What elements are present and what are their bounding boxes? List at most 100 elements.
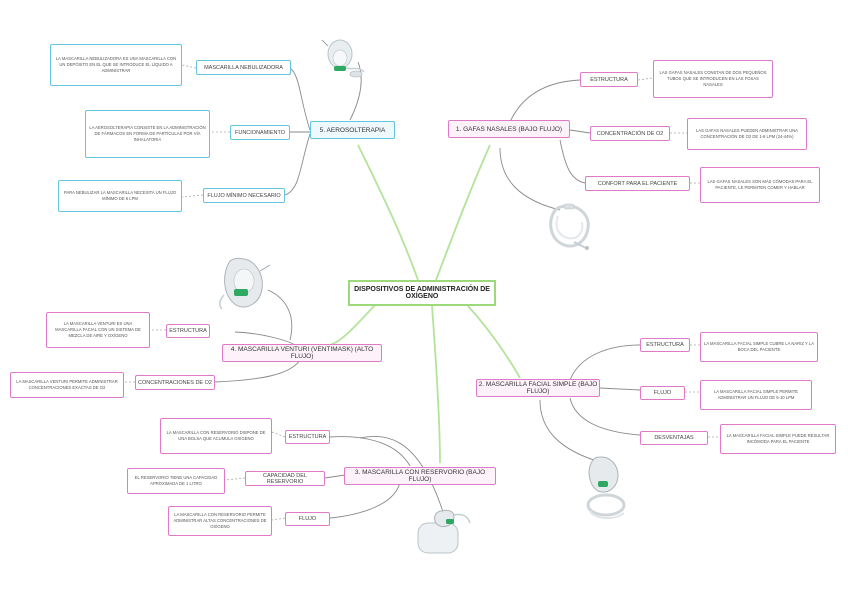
central-topic[interactable]: DISPOSITIVOS DE ADMINISTRACIÓN DE OXÍGEN…: [348, 280, 496, 306]
nasal-cannula-icon: [549, 203, 590, 250]
note-desventajas: LA MASCARILLA FACIAL SIMPLE PUEDE RESULT…: [720, 424, 836, 454]
dash-reservorio-3: [271, 517, 286, 521]
link-reservorio-capacidad: [324, 474, 346, 479]
subnode-label: FLUJO: [653, 390, 672, 396]
link-gafas-concentracion: [569, 129, 591, 134]
note-flujo-minimo: PARA NEBULIZAR LA MASCARILLA NECESITA UN…: [58, 180, 182, 212]
note-text: LAS GAFAS NASALES SON MÁS CÓMODAS PARA E…: [707, 179, 813, 190]
link-center-mascarilla: [467, 305, 521, 379]
link-gafas-device: [499, 147, 561, 211]
note-text: LA MASCARILLA CON RESERVORIO DISPONE DE …: [166, 430, 266, 441]
note-funcionamiento: LA AEROSOLTERAPIA CONSISTE EN LA ADMINIS…: [85, 110, 210, 158]
link-center-gafas: [435, 144, 491, 281]
subnode-label: CONFORT PARA EL PACIENTE: [597, 180, 678, 187]
link-aerosol-nebulizadora: [289, 67, 311, 131]
subnode-label: MASCARILLA NEBULIZADORA: [204, 64, 283, 71]
link-aerosol-flujo: [284, 133, 311, 196]
note-text: LAS GAFAS NASALES CONSTAN DE DOS PEQUEÑO…: [659, 70, 767, 87]
venturi-mask-icon: [219, 257, 271, 310]
note-text: LA MASCARILLA FACIAL SIMPLE PUEDE RESULT…: [726, 433, 830, 444]
note-text: LA MASCARILLA NEBULIZADORA ES UNA MASCAR…: [55, 56, 177, 73]
dash-reservorio-2: [224, 477, 246, 481]
subnode-funcionamiento[interactable]: FUNCIONAMIENTO: [230, 125, 290, 140]
branch-label: 3. MASCARILLA CON RESERVORIO (BAJO FLUJO…: [354, 469, 486, 483]
link-venturi-device: [267, 289, 293, 341]
note-concentracion-o2: LAS GAFAS NASALES PUEDEN ADMINISTRAR UNA…: [687, 118, 807, 150]
link-reservorio-estructura: [329, 436, 411, 467]
note-text: LA MASCARILLA FACIAL SIMPLE PERMITE ADMI…: [713, 389, 799, 400]
branch-label: 2. MASCARILLA FACIAL SIMPLE (BAJO FLUJO): [478, 381, 598, 395]
subnode-desventajas[interactable]: DESVENTAJAS: [640, 431, 708, 445]
dash-reservorio-1: [271, 431, 286, 438]
link-center-venturi: [329, 299, 381, 346]
subnode-reservorio-estructura[interactable]: ESTRUCTURA: [285, 430, 330, 444]
link-mascarilla-flujo: [599, 387, 641, 391]
branch-gafas-nasales[interactable]: 1. GAFAS NASALES (BAJO FLUJO): [448, 120, 570, 138]
note-gafas-estructura: LAS GAFAS NASALES CONSTAN DE DOS PEQUEÑO…: [653, 60, 773, 98]
reservoir-mask-icon: [417, 509, 471, 554]
note-concentraciones-o2: LA MASCARILLA VENTURI PERMITE ADMINISTRA…: [10, 372, 124, 398]
subnode-reservorio-flujo[interactable]: FLUJO: [285, 512, 330, 526]
subnode-mascarilla-flujo[interactable]: FLUJO: [640, 386, 685, 400]
subnode-label: CONCENTRACIONES DE O2: [138, 379, 212, 386]
branch-label: 1. GAFAS NASALES (BAJO FLUJO): [455, 125, 563, 133]
branch-mascarilla-facial[interactable]: 2. MASCARILLA FACIAL SIMPLE (BAJO FLUJO): [476, 379, 600, 397]
subnode-label: ESTRUCTURA: [169, 328, 207, 334]
central-topic-label: DISPOSITIVOS DE ADMINISTRACIÓN DE OXÍGEN…: [354, 286, 490, 300]
branch-label: 4. MASCARILLA VENTURI (VENTIMASK) (ALTO …: [230, 346, 374, 360]
branch-aerosolterapia[interactable]: 5. AEROSOLTERAPIA: [310, 121, 395, 139]
note-text: LA MASCARILLA VENTURI PERMITE ADMINISTRA…: [16, 379, 118, 390]
link-gafas-confort: [559, 139, 586, 184]
subnode-label: ESTRUCTURA: [590, 76, 628, 83]
note-text: LA MASCARILLA CON RESERVORIO PERMITE ADM…: [173, 512, 267, 529]
dash-gafas-1: [637, 77, 654, 81]
subnode-mascarilla-estructura[interactable]: ESTRUCTURA: [640, 338, 690, 352]
branch-mascarilla-reservorio[interactable]: 3. MASCARILLA CON RESERVORIO (BAJO FLUJO…: [344, 467, 496, 485]
subnode-label: FLUJO: [298, 516, 317, 522]
link-mascarilla-desventajas: [569, 397, 641, 436]
note-text: LA MASCARILLA FACIAL SIMPLE CUBRE LA NAR…: [704, 341, 815, 352]
simple-mask-icon: [586, 456, 626, 519]
link-center-reservorio: [431, 305, 441, 464]
note-text: LA MASCARILLA VENTURI ES UNA MASCARILLA …: [55, 321, 141, 338]
subnode-venturi-estructura[interactable]: ESTRUCTURA: [166, 324, 210, 338]
subnode-label: ESTRUCTURA: [646, 342, 684, 348]
note-text: EL RESERVORIO TIENE UNA CAPACIDAD APROXI…: [134, 475, 218, 486]
note-venturi-estructura: LA MASCARILLA VENTURI ES UNA MASCARILLA …: [46, 312, 150, 348]
note-mascarilla-flujo: LA MASCARILLA FACIAL SIMPLE PERMITE ADMI…: [700, 380, 812, 410]
note-capacidad-reservorio: EL RESERVORIO TIENE UNA CAPACIDAD APROXI…: [127, 468, 225, 494]
subnode-confort-paciente[interactable]: CONFORT PARA EL PACIENTE: [585, 176, 690, 191]
link-venturi-concentraciones: [214, 359, 301, 383]
branch-mascarilla-venturi[interactable]: 4. MASCARILLA VENTURI (VENTIMASK) (ALTO …: [222, 344, 382, 362]
dash-aerosol-1: [181, 64, 197, 69]
subnode-concentraciones-o2[interactable]: CONCENTRACIONES DE O2: [135, 375, 215, 390]
subnode-label: DESVENTAJAS: [654, 435, 694, 441]
dash-aerosol-3: [181, 194, 204, 198]
nebulizer-mask-icon: [321, 39, 365, 78]
subnode-label: CONCENTRACIÓN DE O2: [596, 130, 664, 137]
note-confort-paciente: LAS GAFAS NASALES SON MÁS CÓMODAS PARA E…: [700, 167, 820, 203]
link-center-aerosol: [357, 144, 419, 281]
subnode-gafas-estructura[interactable]: ESTRUCTURA: [580, 72, 638, 87]
subnode-capacidad-reservorio[interactable]: CAPACIDAD DEL RESERVORIO: [245, 471, 325, 486]
subnode-label: FLUJO MÍNIMO NECESARIO: [207, 192, 281, 199]
note-mascarilla-estructura: LA MASCARILLA FACIAL SIMPLE CUBRE LA NAR…: [700, 332, 818, 362]
subnode-concentracion-o2[interactable]: CONCENTRACIÓN DE O2: [590, 126, 670, 141]
note-text: LAS GAFAS NASALES PUEDEN ADMINISTRAR UNA…: [696, 128, 798, 139]
note-reservorio-estructura: LA MASCARILLA CON RESERVORIO DISPONE DE …: [160, 418, 272, 454]
subnode-label: FUNCIONAMIENTO: [234, 129, 285, 136]
note-reservorio-flujo: LA MASCARILLA CON RESERVORIO PERMITE ADM…: [168, 506, 272, 536]
subnode-mascarilla-nebulizadora[interactable]: MASCARILLA NEBULIZADORA: [196, 60, 291, 75]
link-mascarilla-device: [539, 399, 601, 463]
link-reservorio-flujo: [329, 481, 401, 519]
note-text: LA AEROSOLTERAPIA CONSISTE EN LA ADMINIS…: [89, 125, 206, 142]
note-mascarilla-nebulizadora: LA MASCARILLA NEBULIZADORA ES UNA MASCAR…: [50, 44, 182, 86]
link-mascarilla-estructura: [569, 344, 641, 381]
link-gafas-estructura: [509, 79, 581, 123]
note-text: PARA NEBULIZAR LA MASCARILLA NECESITA UN…: [63, 190, 177, 201]
subnode-label: CAPACIDAD DEL RESERVORIO: [263, 472, 307, 485]
link-aerosol-device: [349, 61, 362, 121]
subnode-flujo-minimo[interactable]: FLUJO MÍNIMO NECESARIO: [203, 188, 285, 203]
